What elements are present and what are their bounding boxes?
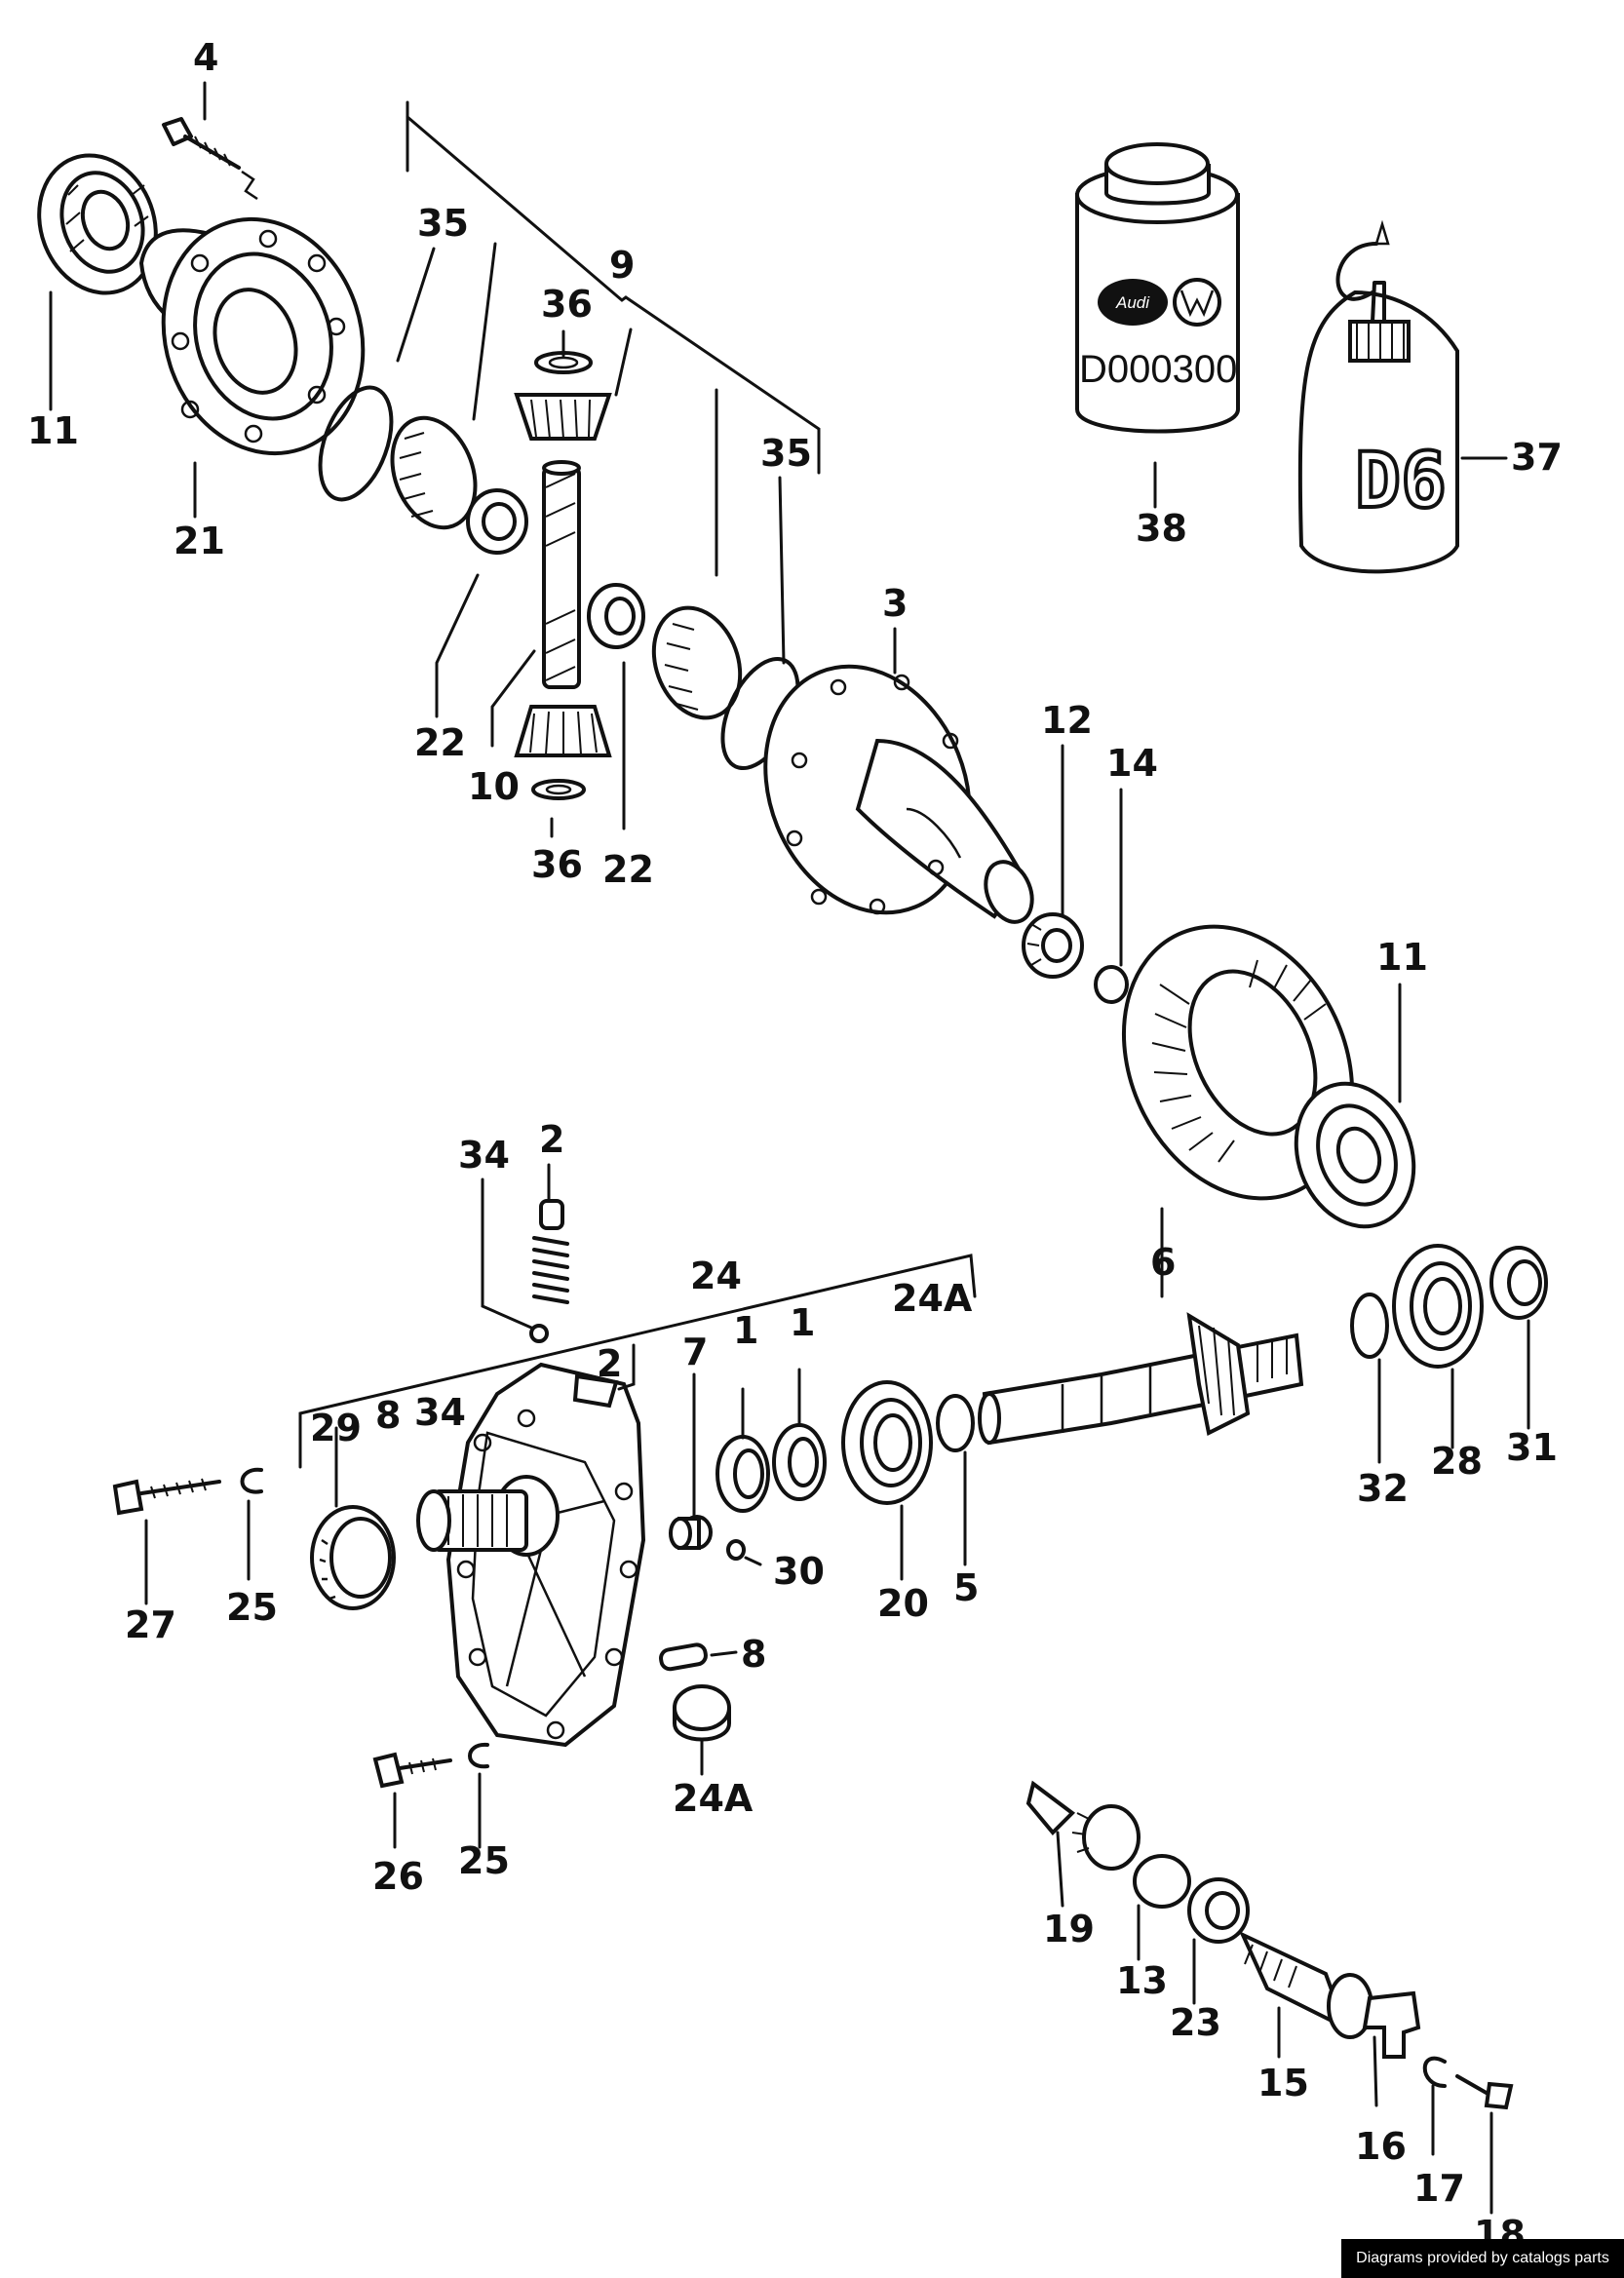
callout-19: 19 [1043,1908,1095,1950]
side-gear-right [587,583,743,720]
shim-5 [936,1394,975,1452]
gearbox-cover-24 [416,1362,646,1748]
bearing-28 [1392,1244,1484,1369]
can-label: D000300 [1079,348,1237,391]
callout-8-right: 8 [741,1633,766,1676]
audi-logo-text: Audi [1115,293,1150,312]
differential-pinion-lower [514,705,612,800]
callout-22-right: 22 [602,848,654,891]
cap-plug-24A [673,1684,731,1742]
oil-seal-29 [310,1505,396,1610]
callout-9: 9 [609,244,635,287]
tapered-bearing-11-top [37,153,158,295]
retaining-plate-16 [1362,1990,1421,2059]
callout-34-top: 34 [458,1134,510,1177]
callout-35-right: 35 [760,432,812,475]
callout-30: 30 [773,1550,825,1593]
callout-34-mid: 34 [414,1391,466,1434]
shim-35-left [318,385,394,502]
callout-4: 4 [193,36,218,79]
callout-16: 16 [1355,2125,1407,2168]
spring-and-plunger [529,1199,569,1343]
side-gear-left [390,415,528,555]
callout-21: 21 [174,520,225,562]
bottle-label: D6 [1355,438,1447,525]
lock-washer-17 [1422,2056,1447,2088]
callout-31: 31 [1506,1426,1558,1469]
callout-27: 27 [125,1603,176,1646]
tapered-bearing-11-right [1294,1081,1416,1229]
credit-banner: Diagrams provided by catalogs parts [1341,2239,1624,2278]
callout-5: 5 [953,1566,979,1609]
bearing-race-31 [1489,1246,1548,1320]
callout-10: 10 [468,765,520,808]
differential-housing-3 [763,664,1034,924]
lock-washer-25-lower [468,1742,489,1769]
bearing-race-1-right [772,1423,827,1501]
clip-14 [1094,965,1129,1004]
callout-8-left: 8 [375,1394,401,1437]
callout-6: 6 [1150,1241,1176,1284]
leader-lines [49,81,1530,2215]
callout-20: 20 [877,1582,929,1625]
bearing-race-1-left [715,1435,770,1513]
callout-36-top: 36 [541,283,593,326]
drive-gear-19 [1025,1780,1141,1871]
bolt-26 [372,1752,452,1789]
pinion-shaft-10 [542,460,581,689]
callout-13: 13 [1116,1959,1168,2002]
callout-14: 14 [1106,742,1158,785]
bushing-7 [669,1515,713,1550]
callout-2-top: 2 [539,1118,564,1161]
callout-1-right: 1 [790,1301,815,1344]
callout-22-left: 22 [414,721,466,764]
callout-24A-top: 24A [892,1277,973,1320]
callout-1-left: 1 [733,1309,758,1352]
speedo-shaft-15 [1238,1930,1373,2039]
callout-28: 28 [1431,1440,1483,1483]
drive-pinion-shaft [978,1312,1304,1446]
lock-washer-25 [240,1467,263,1494]
bolt-4 [162,117,258,201]
callout-38: 38 [1136,507,1187,550]
callout-11-top: 11 [27,409,79,452]
callout-35-left: 35 [417,202,469,245]
callout-7: 7 [682,1331,708,1373]
sealant-can-38: Audi D000300 [1075,142,1240,434]
ring-13 [1133,1854,1191,1909]
callout-25-upper: 25 [226,1586,278,1629]
callout-25-lower: 25 [458,1839,510,1882]
callout-32: 32 [1357,1467,1409,1510]
bolt-18 [1455,2074,1514,2110]
callout-26: 26 [372,1855,424,1898]
bearing-23 [1187,1877,1250,1944]
differential-pinion-upper [514,351,612,441]
callout-24A-bottom: 24A [673,1777,754,1820]
callout-11-right: 11 [1376,936,1428,979]
shim-32 [1350,1293,1389,1359]
callout-2-mid: 2 [597,1342,622,1385]
callout-29: 29 [310,1407,362,1449]
speedometer-drive-gear-12 [1022,912,1084,979]
dowel-pin-8 [659,1642,708,1672]
bolt-27 [112,1478,221,1516]
callout-23: 23 [1170,2001,1221,2044]
bearing-20 [841,1380,933,1505]
ball-30 [726,1539,746,1561]
callout-12: 12 [1041,699,1093,742]
callout-37: 37 [1511,436,1563,479]
callout-36-bottom: 36 [531,843,583,886]
grease-bottle-37: D6 [1297,219,1459,574]
callout-labels: 4 11 21 35 9 36 35 22 10 36 22 3 12 14 1… [27,36,1563,2256]
differential-cover-21 [138,216,366,456]
callout-17: 17 [1413,2167,1465,2210]
callout-15: 15 [1257,2062,1309,2104]
callout-24: 24 [690,1255,742,1297]
crown-wheel-6 [1121,924,1355,1201]
callout-3: 3 [882,582,908,625]
